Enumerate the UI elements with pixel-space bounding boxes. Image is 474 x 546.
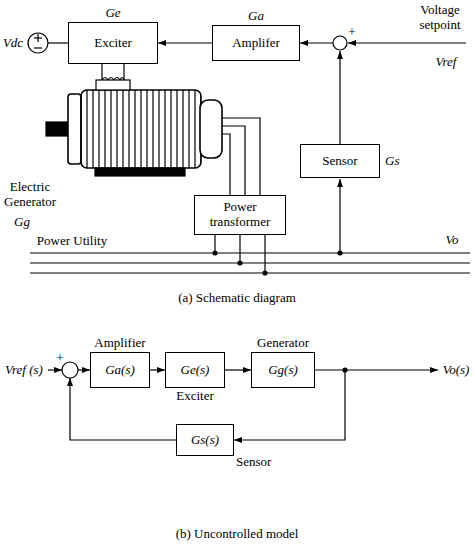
field-wires (102, 64, 124, 80)
box-text: Gs(s) (191, 433, 219, 448)
signal-name: Vref (s) (5, 363, 43, 378)
signal-name: Vo (446, 233, 459, 248)
setpoint-label: Voltage setpoint (410, 3, 470, 33)
box-text: Power transformer (200, 200, 280, 230)
transfer-block: AmplifierGa(s) (90, 352, 150, 388)
box-text: Ge(s) (181, 363, 210, 378)
signal-arrow (225, 369, 251, 370)
signal-arrow (150, 369, 165, 370)
box-heading: Sensor (236, 455, 271, 470)
signal-arrow (158, 42, 212, 43)
subfigure-caption: (a) Schematic diagram (178, 291, 296, 306)
part-name: Electric Generator (0, 180, 61, 210)
subfigure-caption: (b) Uncontrolled model (176, 527, 299, 542)
box-text: Exciter (94, 36, 132, 51)
exciter-box: GeExciter (68, 22, 158, 64)
transfer-block: Gs(s)Sensor (176, 424, 234, 456)
box-text: Sensor (322, 154, 357, 169)
transfer-block: GeneratorGg(s) (251, 352, 315, 388)
part-symbol: Gg (14, 215, 30, 230)
transfer-block: Ge(s)Exciter (165, 352, 225, 388)
box-heading: Gs (385, 154, 399, 169)
box-text: Gg(s) (268, 363, 298, 378)
generator-wires (222, 118, 260, 195)
box-heading: Exciter (176, 389, 214, 404)
box-heading: Generator (257, 336, 309, 351)
sign-mark: + (348, 25, 355, 40)
transformer-box: Power transformer (194, 195, 286, 235)
source-label: Vdc (3, 36, 23, 51)
box-text: Ga(s) (105, 363, 135, 378)
box-heading: Ga (248, 9, 264, 24)
box-heading: Amplifier (94, 336, 145, 351)
block-wires (48, 362, 438, 440)
signal-name: Vref (436, 55, 457, 70)
dc-source (28, 33, 68, 53)
sign-mark: + (56, 351, 63, 366)
box-text: Amplifer (232, 36, 280, 51)
box-heading: Ge (105, 6, 120, 21)
generator-illustration (46, 80, 222, 176)
sensor-box: SensorGs (300, 144, 380, 178)
amplifier-box: GaAmplifer (212, 25, 300, 61)
summing-junction (300, 36, 466, 255)
bus-label: Power Utility (37, 234, 107, 249)
signal-name: Vo(s) (443, 363, 470, 378)
